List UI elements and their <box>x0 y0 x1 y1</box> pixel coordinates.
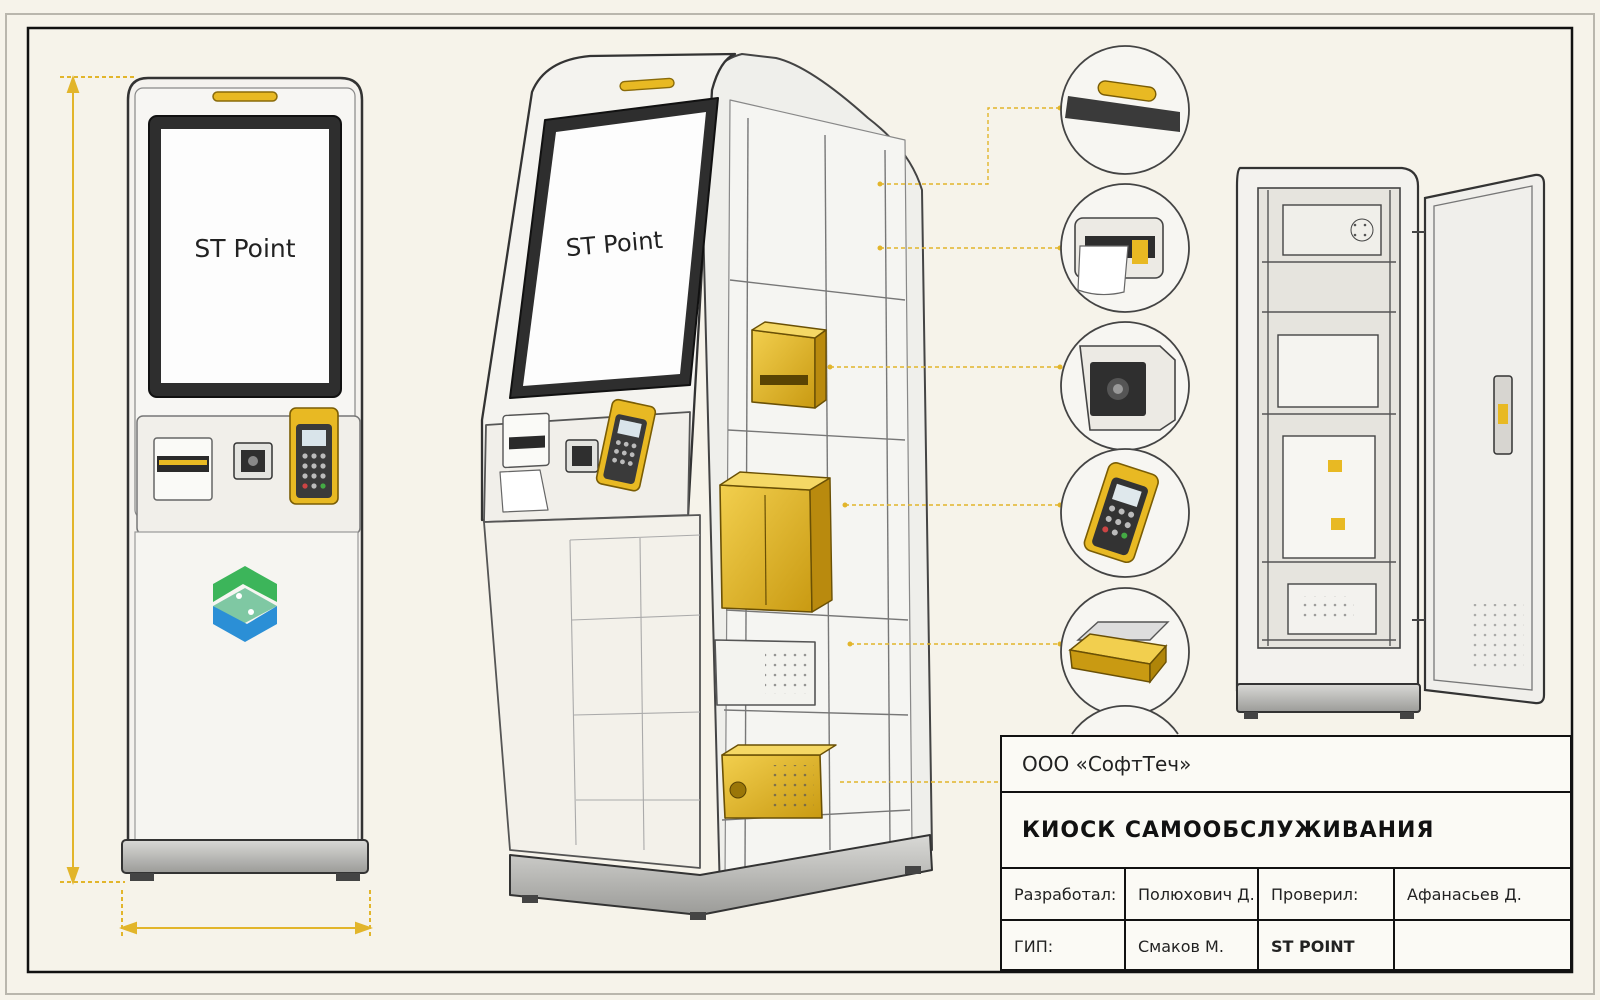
inner-frame <box>26 26 1574 974</box>
title-block-title-row: КИОСК САМООБСЛУЖИВАНИЯ <box>1002 793 1570 869</box>
chief-engineer-label: ГИП: <box>1002 921 1126 971</box>
bill-acceptor-module <box>751 321 827 409</box>
kiosk-isometric-cutaway: ST Point <box>480 52 933 920</box>
receipt-printer-icon <box>1060 183 1190 313</box>
title-block-org-row: ООО «СофтТеч» <box>1002 737 1570 793</box>
pos-terminal <box>289 407 339 505</box>
detail-callouts <box>1060 45 1190 735</box>
developed-by-name: Полюхович Д. <box>1126 869 1259 919</box>
organization-name: ООО «СофтТеч» <box>1022 752 1192 776</box>
pos-terminal-iso <box>595 398 657 492</box>
chief-engineer-name: Смаков М. <box>1126 921 1259 971</box>
checked-by-label: Проверил: <box>1259 869 1395 919</box>
empty-cell <box>1395 921 1570 971</box>
title-block-approval-row: ГИП: Смаков М. ST POINT <box>1002 921 1570 971</box>
kiosk-open-cabinet-view <box>1235 166 1546 719</box>
product-name: ST POINT <box>1259 921 1395 971</box>
kiosk-front-view: ST Point <box>60 75 373 936</box>
partial-detail-circle <box>1071 705 1179 735</box>
screen-brand-front: ST Point <box>194 234 295 263</box>
title-block: ООО «СофтТеч» КИОСК САМООБСЛУЖИВАНИЯ Раз… <box>1000 735 1572 971</box>
title-block-signatures-row: Разработал: Полюхович Д. Проверил: Афана… <box>1002 869 1570 921</box>
leader-lines <box>830 107 1060 783</box>
top-indicator-light-iso <box>619 77 675 92</box>
cash-tray-icon <box>1060 587 1190 717</box>
drawing-title: КИОСК САМООБСЛУЖИВАНИЯ <box>1022 817 1435 843</box>
top-indicator-light <box>212 91 278 102</box>
pos-terminal-icon <box>1060 448 1190 578</box>
outer-frame <box>5 13 1595 995</box>
computer-unit <box>714 639 816 706</box>
card-slot-icon <box>1060 45 1190 175</box>
printer-module <box>721 744 837 819</box>
checked-by-name: Афанасьев Д. <box>1407 884 1522 904</box>
cash-dispenser-module <box>719 471 833 613</box>
company-logo <box>213 566 277 642</box>
height-dimension <box>60 75 135 885</box>
width-dimension <box>119 890 373 936</box>
cabinet-door <box>1423 173 1546 705</box>
scanner-camera-icon <box>1060 321 1190 451</box>
developed-by-label: Разработал: <box>1002 869 1126 919</box>
